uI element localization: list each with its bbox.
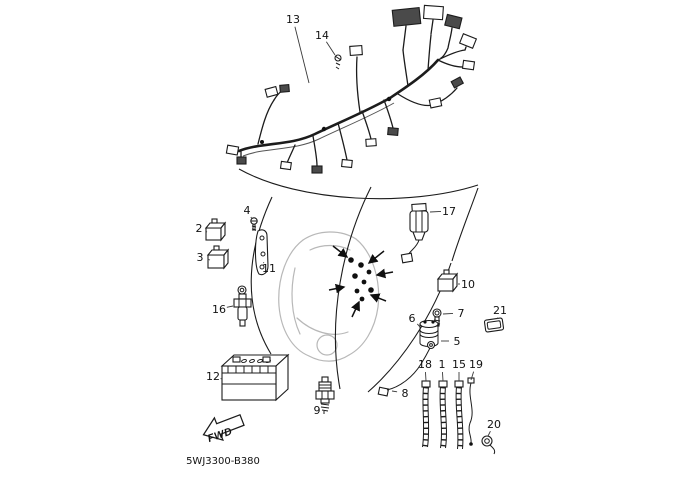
callout-18: 18	[418, 358, 432, 371]
callout-20: 20	[487, 418, 501, 431]
harness-connectors	[225, 4, 478, 174]
wiring-harness	[225, 4, 478, 174]
leader-line-18	[425, 371, 427, 382]
leader-line-16	[226, 305, 234, 308]
callout-5: 5	[454, 335, 461, 348]
callout-13: 13	[286, 13, 300, 26]
wire-19	[467, 377, 475, 446]
callout-9: 9	[314, 404, 321, 417]
callout-15: 15	[452, 358, 466, 371]
callout-7: 7	[458, 307, 465, 320]
screw-4	[250, 217, 258, 231]
band-15	[454, 380, 464, 450]
callout-10: 10	[461, 278, 475, 291]
leader-line-14	[325, 41, 336, 56]
callout-16: 16	[212, 303, 226, 316]
callout-8: 8	[402, 387, 409, 400]
screw-14	[334, 54, 342, 70]
leader-line-19	[470, 371, 475, 381]
relay-box-3	[206, 245, 230, 270]
callout-17: 17	[442, 205, 456, 218]
battery-12	[220, 353, 290, 402]
leader-line-4	[250, 216, 253, 220]
callout-14: 14	[315, 29, 329, 42]
leader-line-20	[487, 430, 491, 437]
leader-line-11	[263, 262, 265, 264]
leader-line-1	[442, 371, 444, 382]
diagram-code: 5WJ3300-B380	[186, 456, 260, 467]
callout-21: 21	[493, 304, 507, 317]
bracket-11	[254, 229, 269, 276]
fwd-arrow: FWD	[202, 413, 245, 445]
scooter-silhouette	[278, 231, 380, 362]
callout-3: 3	[197, 251, 204, 264]
callout-11: 11	[262, 262, 276, 275]
relay-box-2	[204, 218, 227, 242]
ground-lead-8	[377, 340, 436, 397]
leader-line-9	[321, 402, 324, 405]
leader-line-7	[442, 312, 454, 315]
leader-line-8	[391, 390, 398, 393]
leader-line-3	[207, 258, 211, 261]
oil-sensor-17	[400, 202, 429, 264]
leader-line-6	[416, 323, 421, 328]
leader-line-17	[429, 210, 442, 213]
spark-plug-9	[315, 376, 335, 414]
band-1	[438, 380, 448, 449]
leader-line-13	[294, 26, 310, 84]
callout-6: 6	[409, 312, 416, 325]
callout-1: 1	[439, 358, 446, 371]
mounting-arrows	[328, 245, 394, 318]
damper-21	[483, 317, 505, 333]
relay-box-10	[436, 269, 459, 293]
callout-19: 19	[469, 358, 483, 371]
callout-4: 4	[244, 204, 251, 217]
callout-12: 12	[206, 370, 220, 383]
horn-16	[233, 285, 252, 327]
clamp-20	[481, 435, 496, 455]
callout-2: 2	[196, 222, 203, 235]
band-18	[421, 380, 431, 448]
